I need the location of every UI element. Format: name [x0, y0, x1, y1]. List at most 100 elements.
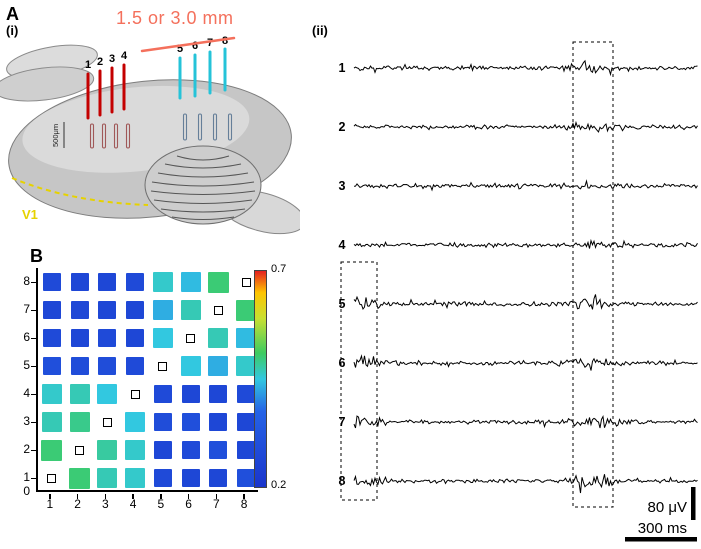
matrix-diagonal-marker [47, 473, 57, 483]
lfp-trace-3 [353, 179, 698, 192]
x-tick-label: 3 [102, 497, 109, 511]
matrix-diagonal-marker [102, 417, 112, 427]
matrix-cell [69, 384, 90, 404]
y-tick [31, 477, 36, 479]
matrix-cell [181, 469, 200, 487]
red-electrode-array: 1 2 3 4 [85, 50, 128, 120]
matrix-diagonal-marker [75, 445, 85, 455]
x-tick-label: 7 [213, 497, 220, 511]
distance-indicator-line [140, 36, 236, 53]
y-tick-label: 5 [23, 358, 30, 372]
matrix-cell [126, 357, 145, 375]
cyan-electrode-number: 6 [192, 40, 198, 52]
v1-border-dashed-line [11, 177, 149, 206]
x-tick-label: 4 [129, 497, 137, 511]
time-scale-bar [625, 537, 697, 542]
brain-schematic: V1 1 2 3 4 5 6 7 8 [0, 35, 300, 235]
matrix-cell [153, 413, 172, 431]
voltage-scale-label: 80 μV [648, 499, 688, 516]
matrix-cell [125, 468, 146, 488]
matrix-cell [152, 300, 173, 320]
matrix-cell [235, 299, 257, 321]
x-tick-label: 1 [46, 497, 54, 511]
depth-scale: 500μm [51, 122, 65, 148]
matrix-cell [42, 329, 61, 347]
y-tick-label: 2 [23, 442, 30, 456]
matrix-cell [181, 385, 200, 403]
lfp-trace-1 [353, 59, 698, 77]
x-tick [215, 494, 218, 499]
x-tick-label: 5 [157, 497, 165, 511]
depth-scale-label: 500μm [51, 124, 60, 147]
matrix-cell [152, 272, 173, 292]
matrix-cell [237, 413, 256, 431]
matrix-cell [70, 329, 89, 347]
trace-number: 6 [339, 356, 346, 370]
x-tick [187, 494, 190, 499]
matrix-cell [69, 467, 91, 489]
matrix-cell [181, 413, 200, 431]
matrix-cell [126, 329, 145, 347]
posterior-tubes [0, 44, 98, 102]
red-electrode-number: 3 [109, 53, 115, 65]
voltage-scale-bar [691, 487, 696, 520]
colorbar-max-label: 0.7 [271, 263, 287, 275]
matrix-cell [41, 384, 62, 404]
red-electrode-number: 4 [121, 50, 128, 62]
panel-b-label: B [30, 246, 43, 266]
matrix-cell [236, 356, 257, 376]
x-tick-label: 8 [240, 497, 248, 511]
matrix-cell [98, 357, 117, 375]
x-tick [104, 494, 107, 499]
y-tick [31, 365, 36, 367]
y-tick [31, 449, 36, 451]
matrix-diagonal-marker [130, 389, 140, 399]
x-tick [76, 494, 79, 499]
matrix-cell [209, 441, 228, 459]
matrix-cell [209, 469, 228, 487]
x-tick [132, 494, 134, 499]
matrix-cell [153, 385, 172, 403]
matrix-cell [209, 385, 228, 403]
trace-number: 5 [339, 297, 346, 311]
red-electrode-shanks [89, 123, 131, 149]
matrix-cell [237, 469, 256, 487]
matrix-cell [41, 412, 62, 432]
trace-number: 3 [339, 179, 346, 193]
matrix-cell [237, 385, 256, 403]
panel-aii-label: (ii) [312, 23, 328, 38]
lfp-trace-2 [353, 120, 698, 133]
matrix-cell [126, 273, 145, 291]
red-electrode-number: 1 [85, 59, 91, 71]
y-tick-label: 1 [23, 470, 30, 484]
matrix-cell [98, 329, 117, 347]
y-tick [31, 309, 36, 311]
operculum-layers [144, 145, 262, 225]
matrix-diagonal-marker [213, 305, 223, 315]
lfp-trace-4 [353, 238, 698, 250]
matrix-cell [97, 440, 118, 460]
matrix-cell [42, 273, 61, 291]
matrix-cell [209, 413, 228, 431]
cyan-electrode-array: 5 6 7 8 [177, 35, 228, 100]
panel-a-label: A [6, 4, 19, 24]
cyan-electrode-number: 5 [177, 43, 183, 55]
matrix-cell [208, 328, 229, 348]
trace-number: 8 [339, 474, 346, 488]
lfp-trace-6 [353, 354, 698, 371]
cyan-electrode-number: 8 [222, 35, 228, 47]
matrix-cell [70, 273, 89, 291]
y-tick [31, 337, 36, 339]
matrix-cell [41, 439, 63, 461]
cyan-electrode-shanks [182, 113, 233, 141]
cyan-electrode-number: 7 [207, 37, 213, 49]
y-tick [31, 421, 36, 423]
colorbar-min-label: 0.2 [271, 479, 287, 491]
colorbar [254, 270, 267, 488]
matrix-cell [42, 301, 61, 319]
x-tick [160, 494, 162, 499]
right-dashed-box [572, 41, 614, 508]
panel-ai-label: (i) [6, 23, 19, 38]
